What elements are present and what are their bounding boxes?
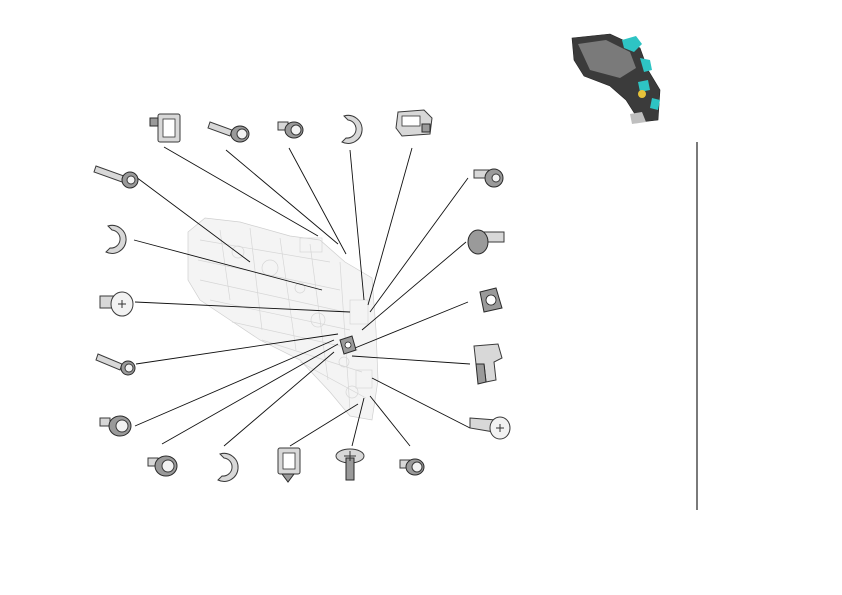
leader-line [367,147,413,306]
e-ring-part [105,224,127,254]
leader-line [289,403,359,447]
leader-line [163,146,319,237]
leader-line [161,343,339,445]
locator-thumbnail [571,33,661,124]
e-ring-part [217,452,239,482]
leader-line [351,355,471,365]
screw-part [93,165,139,189]
center-plate [339,335,357,355]
clip-part [473,343,503,385]
pin-part [467,229,505,255]
leader-line [135,176,251,263]
leader-line [223,351,335,447]
screw-part [277,121,304,139]
leader-line [135,333,339,365]
leader-line [134,301,351,313]
leader-line [361,241,467,331]
screw-part [399,458,425,476]
screw-part [207,121,250,143]
leader-line [133,239,323,291]
leader-line [288,147,347,255]
leader-line [349,149,365,301]
connector-part [395,109,433,137]
plate-part [479,287,503,313]
leader-line [134,339,335,427]
leader-line [349,301,469,351]
bracket-part [277,447,301,483]
e-ring-part [341,114,363,144]
screw-part [95,353,136,376]
screw-part [335,448,365,481]
highlight-region [622,36,642,52]
leader-line [351,397,365,447]
screw-part [469,416,511,440]
screw-part [147,455,178,477]
leader-line [369,177,469,313]
main-frame-assembly [187,217,379,421]
bracket-part [149,113,181,143]
leader-line [225,149,339,245]
leader-line [371,377,471,429]
leader-line [369,395,411,447]
screw-part [99,415,132,437]
leader-lines [133,146,471,447]
screw-part [99,291,134,317]
bolt-part [473,168,504,188]
